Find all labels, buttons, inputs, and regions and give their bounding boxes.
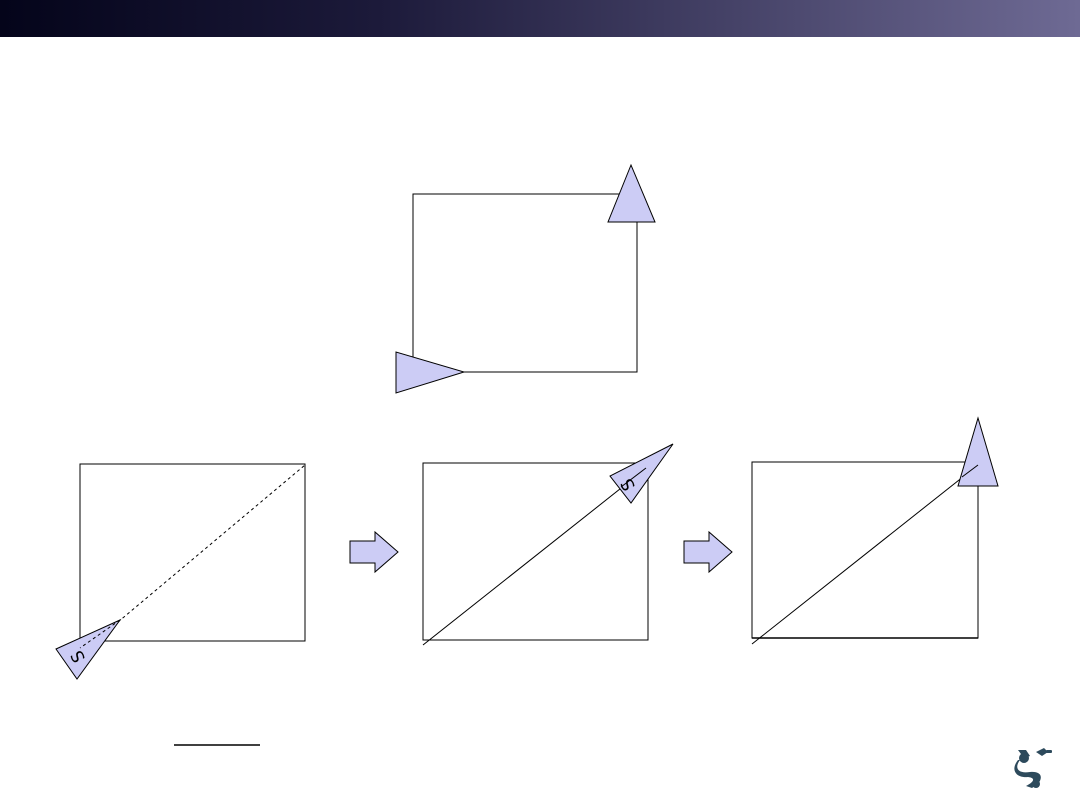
step-arrow-1 bbox=[349, 530, 399, 574]
step-2-panel: S bbox=[422, 443, 674, 646]
overview-robot-goal bbox=[607, 163, 656, 223]
step-3-path-end bbox=[961, 464, 979, 478]
step-2-travelled-path bbox=[422, 465, 650, 646]
step-2-robot bbox=[609, 443, 674, 504]
overview-robot-start bbox=[395, 351, 466, 394]
step-3-workspace-rect bbox=[751, 461, 979, 639]
step-3-robot bbox=[957, 416, 999, 487]
step-1-robot bbox=[55, 618, 122, 680]
step-1-planned-path bbox=[117, 464, 306, 623]
overview-panel bbox=[395, 163, 656, 394]
overview-workspace-rect bbox=[412, 193, 638, 373]
robot-arm-logo-icon bbox=[1014, 748, 1052, 788]
step-3-travelled-path bbox=[751, 464, 979, 645]
step-1-workspace-rect bbox=[79, 463, 306, 642]
step-1-panel: S bbox=[55, 463, 306, 680]
step-1-robot-heading bbox=[79, 619, 121, 649]
step-arrow-2 bbox=[683, 530, 733, 574]
step-3-panel bbox=[751, 416, 999, 645]
step-2-workspace-rect bbox=[422, 462, 649, 641]
step-2-robot-heading bbox=[620, 467, 647, 488]
title-bar bbox=[0, 0, 1080, 37]
